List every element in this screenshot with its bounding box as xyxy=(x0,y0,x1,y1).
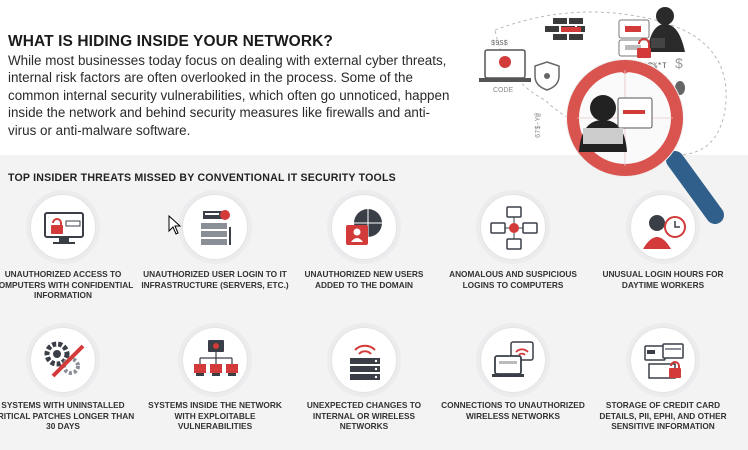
magnifying-glass-icon xyxy=(566,59,724,224)
threat-label: UNAUTHORIZED USER LOGIN TO IT INFRASTRUC… xyxy=(141,269,289,290)
user-clock-icon xyxy=(643,215,686,249)
threat-label: UNAUTHORIZED NEW USERS ADDED TO THE DOMA… xyxy=(304,269,424,290)
computer-lock-icon xyxy=(44,212,84,244)
threat-icon-circle xyxy=(30,194,96,260)
hacker-magnifier-illustration: $9S$ 3#$%*T $ CODE 67$-Y@ xyxy=(479,7,727,224)
threat-label: ANOMALOUS AND SUSPICIOUS LOGINS TO COMPU… xyxy=(449,269,577,290)
threat-icon-circle xyxy=(30,327,96,393)
threat-label: STORAGE OF CREDIT CARD DETAILS, PII, EPH… xyxy=(599,400,727,432)
page-title: WHAT IS HIDING INSIDE YOUR NETWORK? xyxy=(8,33,333,50)
skull-laptop-icon: CODE xyxy=(479,49,531,94)
mouse-cursor-icon xyxy=(168,215,182,235)
hero-dollar: $ xyxy=(675,55,683,71)
shield-icon xyxy=(534,61,560,91)
stacked-monitors-icon xyxy=(618,19,650,57)
laptop-wifi-icon xyxy=(492,341,534,377)
threat-label: CONNECTIONS TO UNAUTHORIZED WIRELESS NET… xyxy=(441,400,585,421)
intro-paragraph: While most businesses today focus on dea… xyxy=(8,53,450,138)
threat-label: UNAUTHORIZED ACCESS TO COMPUTERS WITH CO… xyxy=(0,269,134,301)
hero-symbols-2: 67$-Y@ xyxy=(535,112,543,138)
threat-icon-circle xyxy=(331,327,397,393)
router-wifi-icon xyxy=(350,344,380,380)
threat-label: SYSTEMS INSIDE THE NETWORK WITH EXPLOITA… xyxy=(148,400,282,432)
server-login-icon xyxy=(201,210,231,245)
hacker-figure-top-icon xyxy=(647,7,685,52)
sensitive-data-icon xyxy=(644,343,684,379)
threat-icon-circle xyxy=(331,194,397,260)
threat-label: UNUSUAL LOGIN HOURS FOR DAYTIME WORKERS xyxy=(602,269,724,290)
gears-wrench-icon xyxy=(44,341,85,378)
threat-icon-circle xyxy=(480,194,546,260)
network-computers-icon xyxy=(490,206,538,250)
globe-user-icon xyxy=(346,209,382,245)
hero-code-text: CODE xyxy=(493,87,514,94)
hero-symbols-3: $9S$ xyxy=(491,40,508,48)
threat-icon-circle xyxy=(182,194,248,260)
threat-icon-circle xyxy=(630,327,696,393)
threat-icon-circle xyxy=(182,327,248,393)
threat-label: UNEXPECTED CHANGES TO INTERNAL OR WIRELE… xyxy=(306,400,422,432)
bug-network-icon xyxy=(194,340,238,376)
threat-icon-circle xyxy=(480,327,546,393)
threat-icon-circle xyxy=(630,194,696,260)
firewall-icon xyxy=(545,18,585,40)
section-title: TOP INSIDER THREATS MISSED BY CONVENTION… xyxy=(8,172,396,184)
threat-label: SYSTEMS WITH UNINSTALLED CRITICAL PATCHE… xyxy=(0,400,135,432)
red-padlock-icon xyxy=(637,38,651,58)
